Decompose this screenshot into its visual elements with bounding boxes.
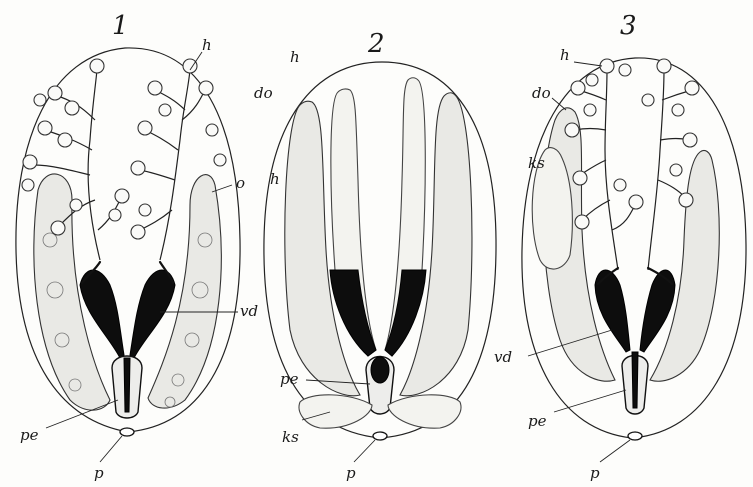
figure-2-penis-bulb	[371, 357, 389, 383]
figure-1-label-vd: vd	[240, 302, 258, 320]
figure-3-label-ks: ks	[528, 154, 545, 172]
figure-1-label-o: o	[236, 174, 245, 192]
figure-1-right-vas-deferens	[130, 270, 175, 358]
figure-2: 2 h do h pe ks p	[254, 29, 496, 482]
figure-2-p-leader	[354, 440, 375, 462]
figure-2-label-h-side: h	[270, 170, 280, 188]
figure-1-label-h: h	[202, 36, 212, 54]
figure-2-genital-pore	[373, 432, 387, 440]
figure-3-penis-core	[632, 352, 638, 408]
figure-1-label-p: p	[94, 464, 104, 482]
figure-1-genital-pore	[120, 428, 134, 436]
figure-3-p-leader	[600, 440, 630, 462]
figure-2-number: 2	[367, 29, 385, 59]
figure-3-label-vd: vd	[494, 348, 512, 366]
figure-3-testis-vesicles	[565, 59, 699, 229]
figure-1-penis-core	[124, 358, 130, 412]
figure-2-left-cement-gland	[299, 395, 372, 428]
figure-2-label-ks: ks	[282, 428, 299, 446]
figure-3-number: 3	[620, 11, 637, 41]
figure-1: 1	[16, 11, 258, 482]
figure-2-right-cement-gland	[388, 395, 461, 428]
figure-3-pe-leader	[554, 390, 626, 412]
figure-3-label-p: p	[590, 464, 600, 482]
figure-1-p-leader	[100, 436, 122, 462]
figure-1-label-pe: pe	[20, 426, 39, 444]
figure-3-genital-pore	[628, 432, 642, 440]
figure-3-right-tube	[650, 150, 719, 381]
figure-3-label-h: h	[560, 46, 570, 64]
figure-3-do-leader	[552, 98, 566, 110]
figure-3-h-leader	[574, 62, 602, 66]
figure-2-label-p: p	[346, 464, 356, 482]
figure-3-label-do: do	[532, 84, 551, 102]
figure-1-number: 1	[112, 11, 129, 41]
figure-3-label-pe: pe	[528, 412, 547, 430]
figure-2-label-do: do	[254, 84, 273, 102]
figure-2-label-pe: pe	[280, 370, 299, 388]
figure-3: 3	[494, 11, 746, 482]
figure-2-label-h-top: h	[290, 48, 300, 66]
